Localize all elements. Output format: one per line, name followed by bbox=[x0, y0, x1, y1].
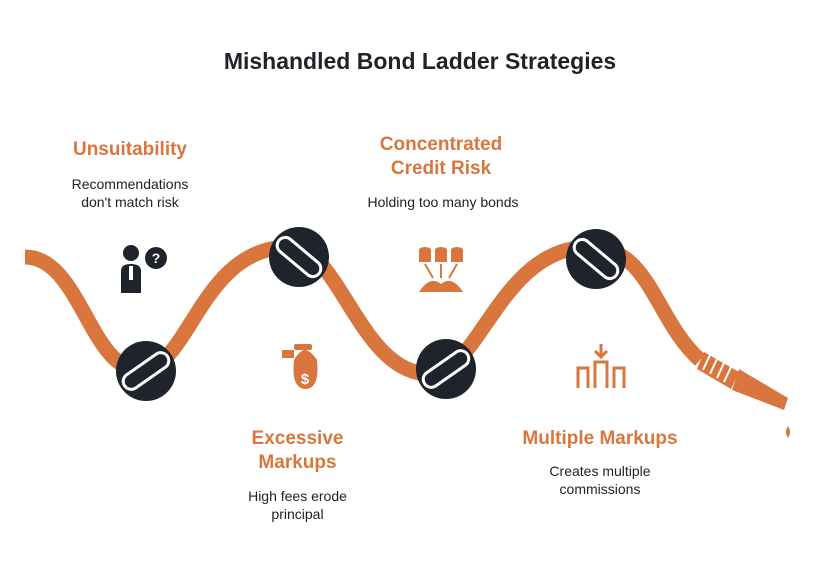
item-excessive-markups-heading: Excessive Markups bbox=[251, 428, 344, 473]
knot-1-icon bbox=[116, 341, 176, 401]
multiple-markups-icon bbox=[576, 344, 626, 388]
advisor-question-icon: ? bbox=[121, 245, 167, 293]
page-title: Mishandled Bond Ladder Strategies bbox=[223, 48, 617, 74]
hose-nozzle-icon bbox=[697, 352, 790, 438]
svg-text:?: ? bbox=[152, 250, 161, 266]
money-bag-icon: $ bbox=[282, 344, 318, 389]
knot-4-icon bbox=[566, 229, 626, 289]
bond-stack-icon bbox=[419, 247, 463, 292]
item-multiple-markups-heading: Multiple Markups bbox=[522, 428, 678, 449]
item-unsuitability-heading: Unsuitability bbox=[72, 139, 187, 160]
item-unsuitability-desc: Recommendations don't match risk bbox=[71, 176, 189, 210]
knot-3-icon bbox=[416, 339, 476, 399]
item-concentrated-credit-risk-desc: Holding too many bonds bbox=[367, 194, 519, 210]
item-multiple-markups-desc: Creates multiple commissions bbox=[549, 463, 651, 497]
knot-2-icon bbox=[269, 227, 329, 287]
item-concentrated-credit-risk-heading: Concentrated Credit Risk bbox=[379, 134, 503, 179]
svg-text:$: $ bbox=[301, 371, 310, 388]
item-excessive-markups-desc: High fees erode principal bbox=[248, 488, 347, 522]
